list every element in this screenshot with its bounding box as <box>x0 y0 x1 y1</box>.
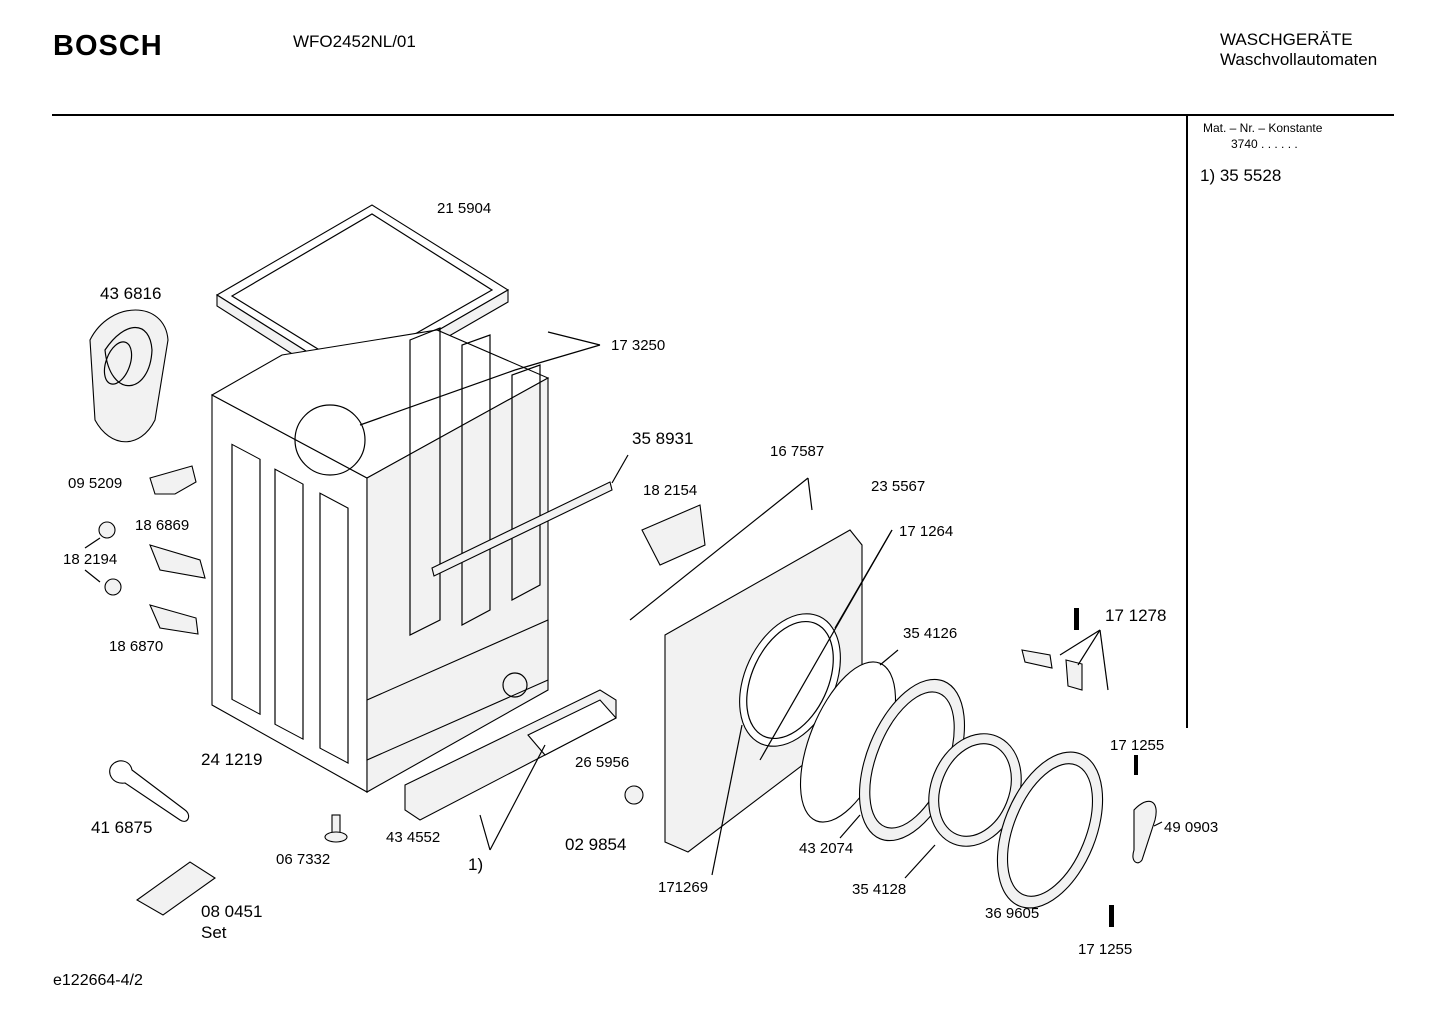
category-title: WASCHGERÄTE <box>1220 30 1353 49</box>
part-label: 18 2194 <box>63 551 118 568</box>
part-label: 18 6870 <box>109 638 164 655</box>
part-label: 17 3250 <box>611 337 666 354</box>
knob-part <box>624 785 644 805</box>
document-id: e122664-4/2 <box>53 972 143 989</box>
rear-panel-part <box>89 309 169 443</box>
part-label-set: Set <box>201 923 227 942</box>
part-label: 36 9605 <box>985 905 1040 922</box>
sidebar-divider <box>1186 116 1188 728</box>
footnote-marker: 1) <box>468 855 484 874</box>
category-subtitle: Waschvollautomaten <box>1220 50 1378 69</box>
part-label: 17 1264 <box>899 523 954 540</box>
sidebar-title: Mat. – Nr. – Konstante <box>1203 121 1323 135</box>
part-label: 171269 <box>658 879 709 896</box>
part-label: 35 4128 <box>852 881 907 898</box>
part-label: 17 1255 <box>1110 737 1165 754</box>
adjustable-foot-part <box>324 814 348 843</box>
part-label: 23 5567 <box>871 478 926 495</box>
part-label: 24 1219 <box>201 750 263 769</box>
part-label: 49 0903 <box>1164 819 1219 836</box>
hinge-parts <box>1021 608 1157 927</box>
leader-lines <box>359 331 1163 879</box>
part-label: 43 2074 <box>799 840 854 857</box>
part-label: 16 7587 <box>770 443 825 460</box>
part-label: 26 5956 <box>575 754 630 771</box>
door-ring-parts <box>799 661 1104 909</box>
sidebar-constant: 3740 . . . . . . <box>1231 137 1298 151</box>
cross-strut-part <box>431 454 629 577</box>
part-label: 06 7332 <box>276 851 331 868</box>
header-divider <box>52 114 1394 116</box>
part-label: 09 5209 <box>68 475 123 492</box>
cabinet-frame-part <box>210 327 550 793</box>
door-lock-part <box>641 504 706 566</box>
plinth-panel-part <box>404 689 617 821</box>
part-label: 41 6875 <box>91 818 153 837</box>
part-label: 43 4552 <box>386 829 441 846</box>
model-number: WFO2452NL/01 <box>293 32 416 51</box>
part-label: 02 9854 <box>565 835 627 854</box>
part-label: 35 8931 <box>632 429 694 448</box>
part-label: 18 2154 <box>643 482 698 499</box>
part-label: 18 6869 <box>135 517 190 534</box>
part-label: 21 5904 <box>437 200 492 217</box>
transport-lock-set-part <box>135 861 216 916</box>
part-label: 43 6816 <box>100 284 162 303</box>
part-label: 08 0451 <box>201 902 263 921</box>
front-panel-part <box>664 529 863 853</box>
brand-logo: BOSCH <box>53 30 163 62</box>
part-label: 17 1278 <box>1105 606 1167 625</box>
wrench-tool-part <box>109 760 190 822</box>
sidebar-note: 1) 35 5528 <box>1200 166 1282 185</box>
part-label: 17 1255 <box>1078 941 1133 958</box>
part-label: 35 4126 <box>903 625 958 642</box>
small-parts-left <box>84 465 206 635</box>
